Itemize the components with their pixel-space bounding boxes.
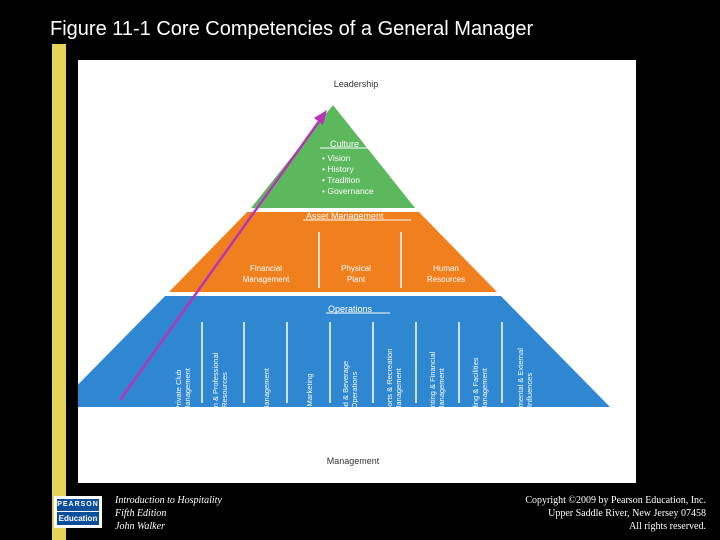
copyright-line: Copyright ©2009 by Pearson Education, In… [525,495,706,506]
book-edition: Fifth Edition [115,508,167,519]
pyramid-diagram: Leadership Management Culture • Vision •… [78,60,636,466]
asset-column-label: Financial [250,264,282,273]
asset-column-label: Resources [427,275,465,284]
tier-divider [78,292,636,296]
asset-column-label: Human [433,264,459,273]
asset-column-label: Physical [341,264,371,273]
publisher-address: Upper Saddle River, New Jersey 07458 [548,508,706,519]
copyright-info: Copyright ©2009 by Pearson Education, In… [525,494,706,533]
diagram-panel: Leadership Management Culture • Vision •… [78,60,636,483]
asset-tier [169,208,497,292]
leadership-arrow [118,119,322,401]
operations-column-label: Management [262,367,271,412]
culture-item: • Tradition [322,175,360,185]
base-label: Management [327,456,380,466]
operations-column-label: Golf/Sports & Recreation [385,349,394,432]
culture-title: Culture [330,139,359,149]
book-author: John Walker [115,521,165,532]
operations-column-label: Management [437,367,446,412]
arrow-head-icon [314,110,327,125]
operations-title: Operations [328,304,373,314]
pearson-logo: PEARSON Education [54,496,102,528]
operations-column-label: Management [480,367,489,412]
book-title: Introduction to Hospitality [115,495,222,506]
culture-tier [251,105,415,208]
book-info: Introduction to Hospitality Fifth Editio… [115,494,222,533]
logo-top-text: PEARSON [57,499,99,511]
operations-column-label: Human & Professional [211,352,220,427]
operations-column-label: Governmental & External [516,348,525,432]
culture-item: • History [322,164,355,174]
rights-line: All rights reserved. [629,521,706,532]
asset-column-label: Management [243,275,290,284]
operations-column-label: Resources [220,372,229,408]
culture-item: • Governance [322,186,374,196]
operations-tier [78,292,610,407]
operations-column-label: Management [394,367,403,412]
operations-column-label: Accounting & Financial [428,352,437,429]
slide-title: Figure 11-1 Core Competencies of a Gener… [50,18,534,40]
asset-column-label: Plant [347,275,366,284]
operations-column-label: Influences [525,373,534,407]
culture-item: • Vision [322,153,351,163]
logo-bottom-text: Education [57,512,99,525]
apex-label: Leadership [334,79,379,89]
culture-list: • Vision • History • Tradition • Governa… [322,153,374,196]
operations-column-label: Private Club [174,370,183,411]
asset-title: Asset Management [306,211,384,221]
accent-bar [52,44,66,540]
tier-divider [78,208,636,212]
operations-column-label: Management [183,367,192,412]
operations-column-label: Operations [350,371,359,408]
operations-column-label: Building & Facilities [471,357,480,422]
operations-column-label: Food & Beverage [341,361,350,419]
operations-column-label: Marketing [305,374,314,407]
